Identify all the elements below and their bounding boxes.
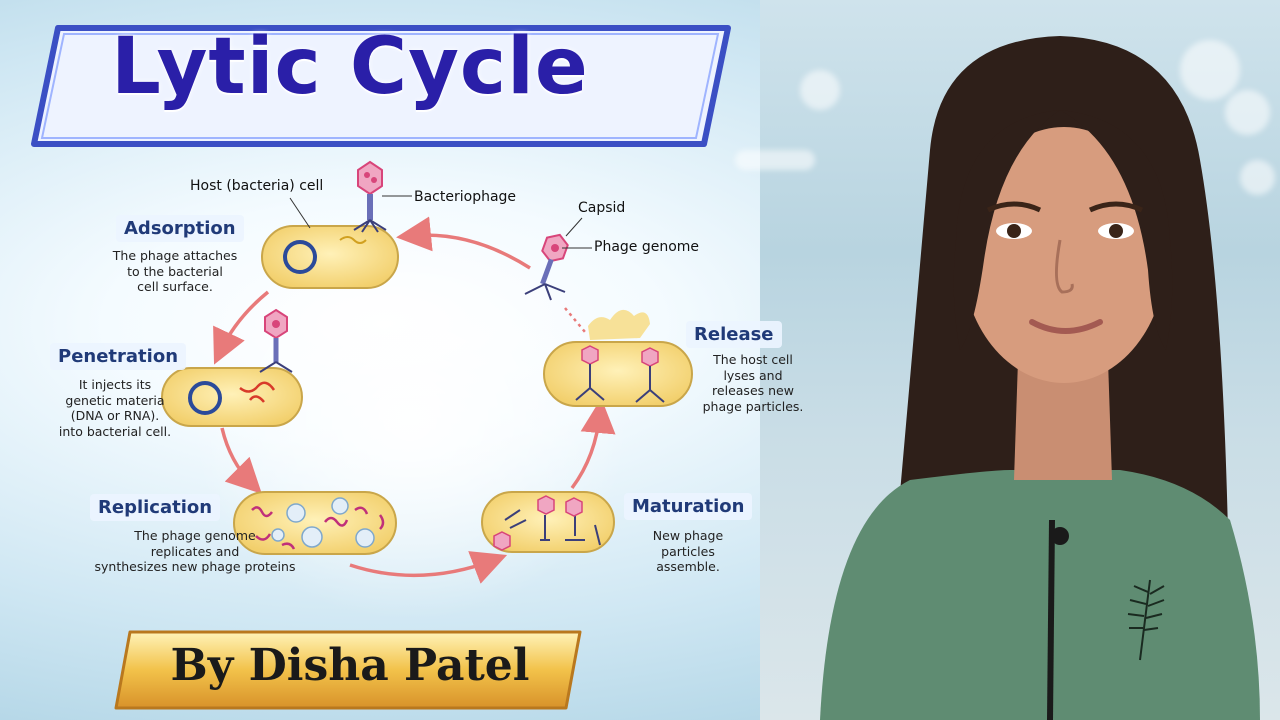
stage-desc-penetration: It injects its genetic materia (DNA or R…	[58, 377, 172, 439]
arrow-adsorption-to-penetration	[213, 290, 270, 365]
author-credit: By Disha Patel	[170, 640, 530, 691]
arrow-replication-to-maturation	[349, 551, 508, 584]
bokeh-light	[1225, 90, 1270, 135]
penetration-cell	[161, 367, 303, 427]
bokeh-light	[735, 150, 815, 170]
hair-front	[953, 110, 1060, 350]
shirt	[820, 470, 1260, 720]
stage-desc-replication: The phage genome replicates and synthesi…	[94, 528, 296, 574]
author-banner	[114, 630, 582, 710]
release-cell	[543, 309, 693, 407]
arrow-maturation-to-release	[570, 398, 616, 490]
stage-desc-maturation: New phage particles assemble.	[652, 528, 724, 574]
bacteriophage-adsorption	[353, 160, 387, 233]
shirt-leaf-print	[1127, 579, 1165, 661]
page-title: Lytic Cycle	[111, 22, 589, 112]
stage-title-replication: Replication	[90, 494, 221, 521]
pointer-capsid	[565, 217, 583, 237]
stage-title-release: Release	[686, 321, 782, 348]
cycle-arrows	[213, 216, 616, 584]
phage-genome-label: Phage genome	[594, 239, 700, 255]
stage-title-penetration: Penetration	[50, 343, 187, 370]
replication-cell	[233, 491, 397, 555]
adsorption-cell	[261, 225, 399, 289]
stage-title-adsorption: Adsorption	[116, 215, 244, 242]
arrow-release-to-adsorption	[396, 216, 531, 270]
capsid-label: Capsid	[578, 200, 626, 216]
title-banner	[31, 25, 731, 147]
face	[962, 127, 1166, 383]
host-cell-label: Host (bacteria) cell	[190, 178, 324, 194]
arrow-release-dotted	[564, 307, 586, 333]
stage-desc-adsorption: The phage attaches to the bacterial cell…	[112, 248, 238, 294]
shirt-tie	[1047, 519, 1055, 720]
bokeh-light	[1180, 40, 1240, 100]
bokeh-light	[800, 70, 840, 110]
nose	[1055, 239, 1074, 294]
arrow-penetration-to-replication	[220, 427, 262, 494]
lytic-cycle-diagram	[161, 160, 693, 620]
bacteriophage-label: Bacteriophage	[414, 189, 517, 205]
bacteriophage-diagram	[524, 233, 569, 301]
maturation-cell	[481, 491, 615, 553]
mouth	[1029, 319, 1103, 334]
pointer-host-cell	[289, 197, 311, 229]
neck	[1014, 360, 1112, 480]
bacteriophage-penetration	[259, 308, 293, 373]
presenter-photo	[820, 36, 1260, 720]
stage-desc-release: The host cell lyses and releases new pha…	[702, 352, 804, 414]
bokeh-light	[1240, 160, 1275, 195]
stage-title-maturation: Maturation	[624, 493, 753, 520]
